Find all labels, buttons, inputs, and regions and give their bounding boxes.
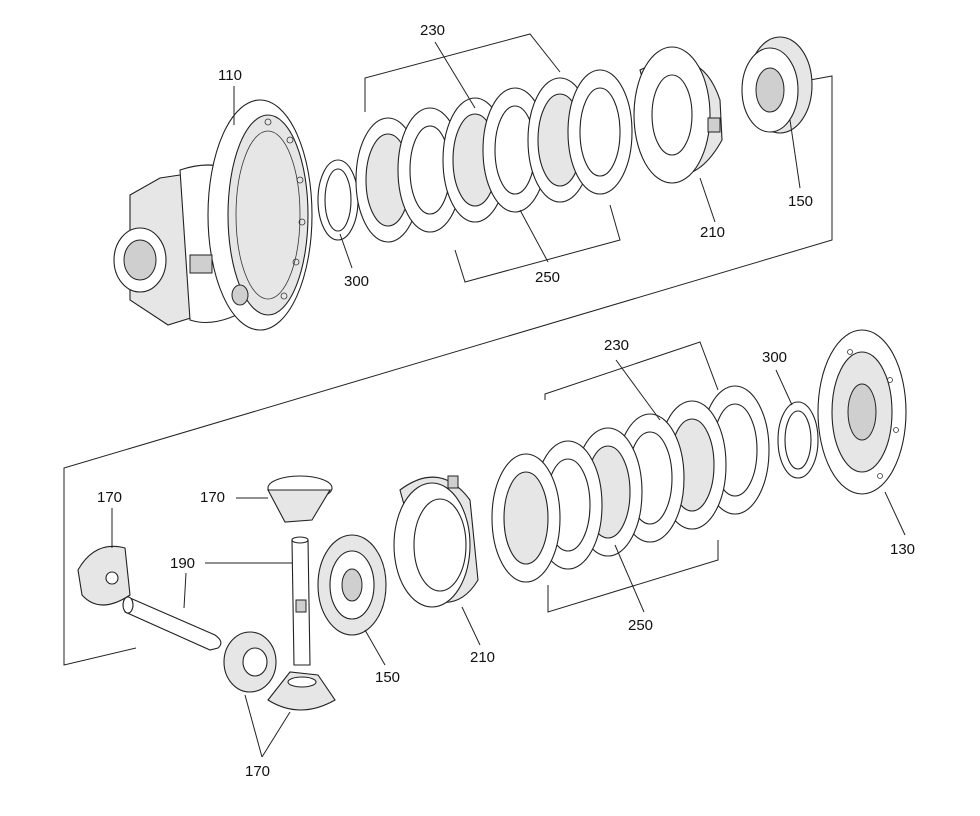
pinion-gear-170-top	[267, 475, 333, 523]
label-300-bottom: 300	[762, 349, 788, 366]
connector-lines	[63, 75, 833, 666]
clutch-plates-top	[355, 69, 633, 243]
label-110: 110	[218, 67, 242, 84]
pinion-gear-170-bottom	[267, 671, 336, 711]
pinion-gear-170-left	[77, 545, 131, 606]
pressure-ring-210-top	[633, 46, 723, 184]
clutch-plates-bottom	[491, 385, 770, 583]
plates-bracket-top	[364, 33, 621, 283]
label-170-bottom: 170	[245, 763, 271, 780]
label-170-top: 170	[200, 489, 226, 506]
label-230-top: 230	[420, 22, 446, 39]
pinion-gear-170-middle	[223, 631, 277, 693]
leader-lines	[111, 41, 906, 758]
housing-cover-130	[817, 329, 907, 495]
label-300-top: 300	[344, 273, 370, 290]
side-gear-150-top	[741, 36, 813, 134]
pressure-ring-210-bottom	[393, 475, 479, 608]
cross-shaft-190	[122, 536, 311, 666]
shim-300-top	[317, 159, 359, 241]
differential-housing-110	[113, 99, 313, 331]
label-130: 130	[890, 541, 916, 558]
label-230-bottom: 230	[604, 337, 630, 354]
label-150-bottom: 150	[375, 669, 401, 686]
label-250-top: 250	[535, 269, 561, 286]
label-190: 190	[170, 555, 196, 572]
label-150-top: 150	[788, 193, 814, 210]
label-170-left: 170	[97, 489, 123, 506]
label-210-top: 210	[700, 224, 726, 241]
side-gear-150-bottom	[317, 534, 387, 636]
label-250-bottom: 250	[628, 617, 654, 634]
shim-300-bottom	[777, 401, 819, 479]
label-210-bottom: 210	[470, 649, 496, 666]
